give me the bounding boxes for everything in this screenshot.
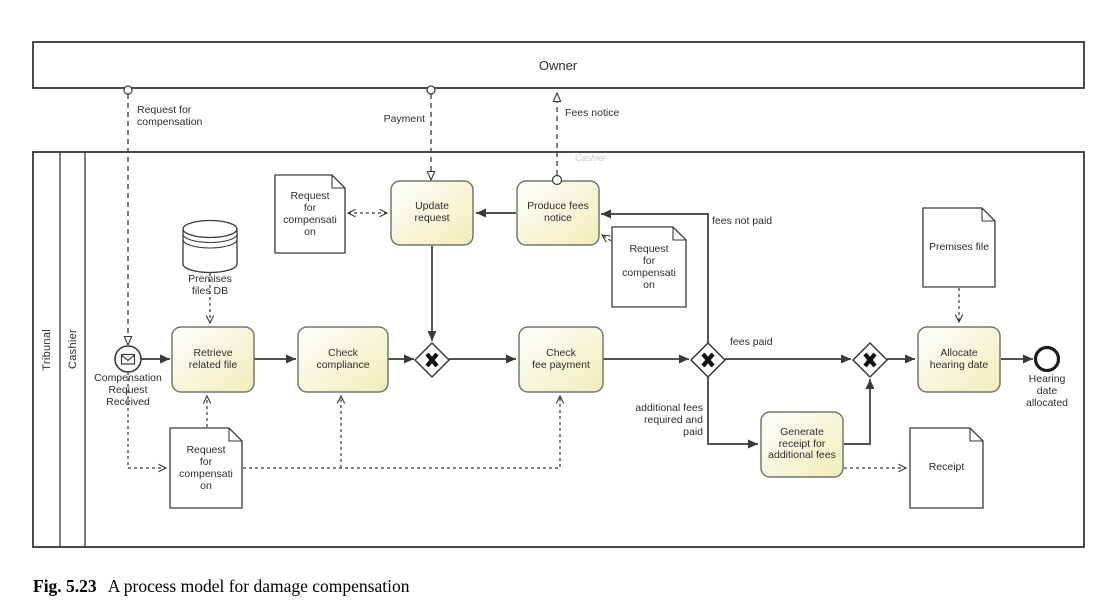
lane-cashier-title: Cashier: [60, 152, 85, 547]
data-store-premises-files-db: [182, 219, 238, 274]
data-association-start-to-request: [127, 372, 168, 473]
figure-number: Fig. 5.23: [33, 576, 97, 596]
task-retrieve-related-file: [171, 326, 255, 393]
task-check-compliance: [297, 326, 389, 393]
data-object-label: Request for compensati on: [283, 190, 337, 238]
sequence-flow-generatereceipt-to-merge: [844, 379, 875, 445]
lane-cashier-title-text: Cashier: [66, 329, 79, 370]
data-object-receipt-label: Receipt: [928, 461, 965, 474]
task-update-request: [390, 180, 474, 246]
task-generate-receipt-additional-fees: [760, 411, 844, 478]
start-event-label: Compensation Request Received: [94, 372, 162, 408]
gateway-split-fee-outcome: [689, 341, 727, 379]
task-retrieve-related-file-label: Retrieve related file: [188, 346, 238, 371]
sequence-flow-fees-not-paid: [601, 209, 709, 343]
task-check-fee-payment-label: Check fee payment: [532, 346, 590, 371]
message-flow-label-request-for-compensation: Request for compensation: [137, 104, 203, 128]
data-object-request-for-compensation-update: [274, 174, 346, 254]
message-flow-source-dot: [123, 85, 133, 95]
figure-caption: Fig. 5.23 A process model for damage comp…: [33, 576, 409, 597]
end-event-hearing-date-allocated: [1033, 345, 1061, 373]
task-allocate-hearing-date: [917, 326, 1001, 393]
data-object-label: Request for compensati on: [622, 243, 676, 291]
gateway-join-before-fee-check: [413, 341, 451, 379]
task-produce-fees-notice-label: Produce fees notice: [527, 200, 589, 224]
pool-owner: [32, 41, 1085, 89]
start-event-compensation-request-received: [114, 345, 142, 373]
end-event-label: Hearing date allocated: [1025, 373, 1069, 409]
message-envelope-icon: [120, 353, 136, 365]
task-check-fee-payment: [518, 326, 604, 393]
task-update-request-label: Update request: [414, 200, 450, 224]
data-object-receipt: [909, 427, 984, 509]
message-flow-label-fees-notice: Fees notice: [565, 107, 620, 119]
pool-owner-title: Owner: [538, 57, 578, 73]
data-object-premises-file: [922, 207, 996, 288]
sequence-flow-label-additional-fees: additional fees required and paid: [635, 402, 703, 438]
task-allocate-hearing-date-label: Allocate hearing date: [929, 346, 989, 371]
data-object-premises-file-label: Premises file: [928, 240, 990, 253]
pool-tribunal-title-text: Tribunal: [40, 328, 53, 371]
data-object-request-for-compensation-main: [169, 427, 243, 509]
task-generate-receipt-label: Generate receipt for additional fees: [768, 425, 836, 462]
data-object-label: Request for compensati on: [179, 444, 233, 492]
sequence-flow-additional-fees: [707, 377, 758, 449]
message-flow-label-payment: Payment: [383, 113, 425, 125]
gateway-merge-before-allocate: [851, 341, 889, 379]
data-object-request-for-compensation-notice: [611, 226, 687, 308]
message-flow-source-dot: [551, 174, 563, 186]
task-check-compliance-label: Check compliance: [316, 346, 370, 371]
figure-title: A process model for damage compensation: [107, 576, 410, 596]
sequence-flow-label-fees-paid: fees paid: [730, 336, 773, 348]
message-flow-source-dot: [426, 85, 436, 95]
data-store-premises-db-label: Premises files DB: [188, 273, 232, 297]
lane-cashier-watermark: Cashier: [575, 153, 607, 163]
pool-tribunal-title: Tribunal: [33, 152, 60, 547]
sequence-flow-label-fees-not-paid: fees not paid: [712, 215, 773, 227]
